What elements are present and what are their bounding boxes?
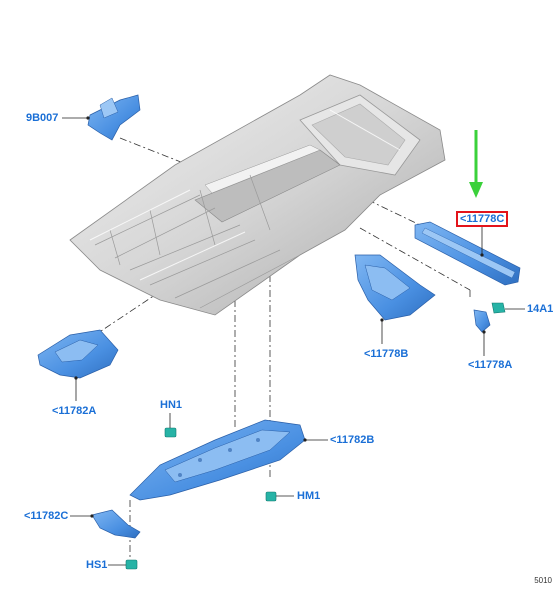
part-11778c[interactable] [414,221,521,286]
fastener-14a1[interactable] [491,302,506,314]
callout-11782c[interactable]: <11782C [24,510,69,522]
callout-hn1[interactable]: HN1 [160,399,183,411]
callout-9b007[interactable]: 9B007 [26,112,59,124]
part-11778b[interactable] [354,254,436,321]
fastener-hn1[interactable] [164,427,177,438]
callout-11782b[interactable]: <11782B [330,434,375,446]
part-11782b[interactable] [129,419,306,501]
part-11782a[interactable] [37,329,119,379]
callout-11782a[interactable]: <11782A [52,405,97,417]
callout-hs1[interactable]: HS1 [86,559,108,571]
callout-leaders [62,117,525,566]
part-11778a[interactable] [473,309,491,333]
callout-dots [74,116,486,518]
part-11782c[interactable] [91,509,141,539]
green-arrow-icon [469,130,483,198]
floor-pan-body [69,74,446,316]
fastener-hm1[interactable] [265,491,277,502]
callout-11778c[interactable]: <11778C [456,211,509,227]
callout-11778a[interactable]: <11778A [468,359,513,371]
callout-11778b[interactable]: <11778B [364,348,409,360]
part-9b007[interactable] [87,94,141,141]
fastener-hs1[interactable] [125,559,138,570]
callout-hm1[interactable]: HM1 [297,490,321,502]
callout-14a1[interactable]: 14A1 [527,303,554,315]
figure-reference-number: 5010 [534,576,552,585]
